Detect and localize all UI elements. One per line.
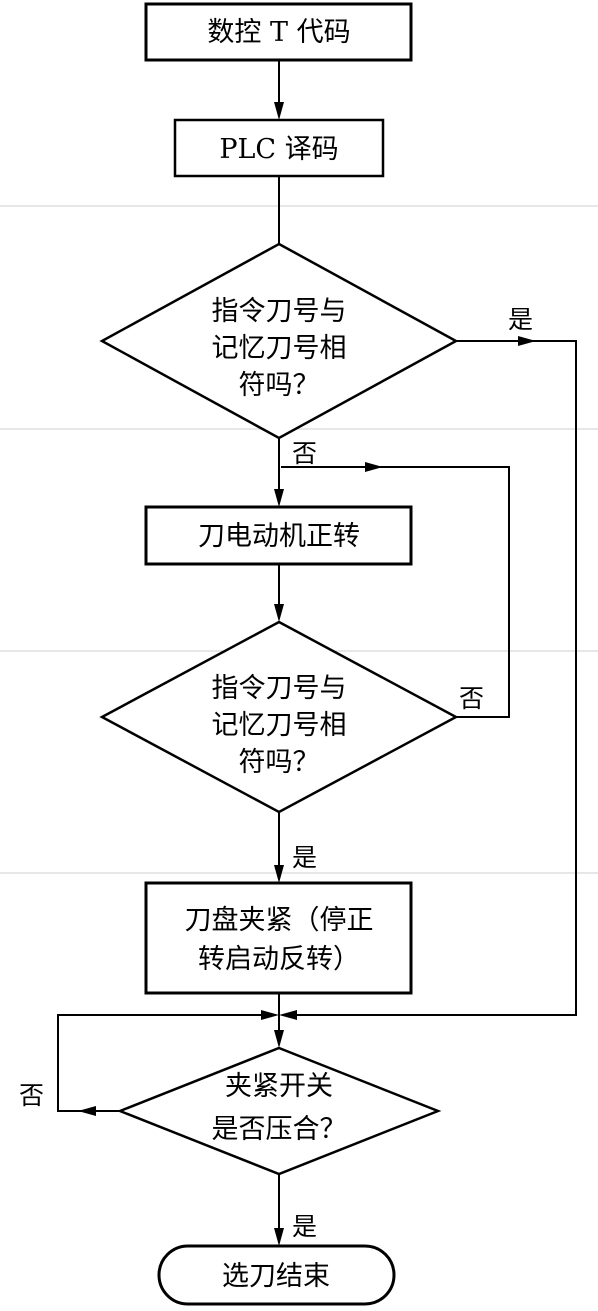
decision-3-line-1: 夹紧开关 — [225, 1071, 333, 1102]
node-motor-forward-box — [144, 505, 413, 566]
node-selection-end-terminal — [157, 1244, 396, 1306]
node-clamp-line-2: 转启动反转） — [198, 944, 360, 975]
label-d1-no: 否 — [292, 439, 317, 468]
label-d2-no: 否 — [459, 684, 484, 713]
decision-1-line-2: 记忆刀号相 — [212, 333, 347, 364]
decision-1-line-1: 指令刀号与 — [212, 296, 347, 327]
node-plc-decode-label: PLC 译码 — [219, 134, 338, 165]
arrowhead — [518, 336, 536, 346]
decision-2-line-2: 记忆刀号相 — [212, 710, 347, 741]
label-d3-no: 否 — [19, 1081, 44, 1110]
arrowhead — [274, 1228, 284, 1246]
decision-1-line-3: 符吗？ — [239, 370, 320, 401]
arrowhead — [274, 489, 284, 507]
decision-2-line-3: 符吗？ — [239, 747, 320, 778]
label-d3-yes: 是 — [292, 1212, 317, 1241]
arrowhead — [78, 1106, 96, 1116]
arrowhead — [279, 1010, 297, 1020]
arrowhead — [274, 1030, 284, 1048]
node-selection-end-label: 选刀结束 — [222, 1261, 330, 1292]
label-d2-yes: 是 — [292, 843, 317, 872]
node-nc-t-code-label: 数控 T 代码 — [207, 17, 350, 48]
arrowhead — [261, 1010, 279, 1020]
node-nc-t-code-box — [144, 2, 413, 62]
arrowhead — [365, 462, 383, 472]
decision-3-line-2: 是否压合？ — [212, 1114, 347, 1145]
arrowhead — [274, 865, 284, 883]
decision-clamp-switch — [116, 1046, 442, 1176]
decision-2-line-1: 指令刀号与 — [212, 673, 347, 704]
label-d1-yes: 是 — [508, 305, 533, 334]
node-clamp-tool-disk-box — [144, 881, 413, 995]
edge-d1-yes-bypass — [289, 340, 577, 1016]
node-motor-forward-label: 刀电动机正转 — [198, 521, 360, 552]
arrowhead — [274, 604, 284, 622]
edge-d2-no-loop — [281, 466, 510, 718]
arrowhead — [274, 102, 284, 120]
node-clamp-line-1: 刀盘夹紧（停正 — [185, 905, 374, 936]
